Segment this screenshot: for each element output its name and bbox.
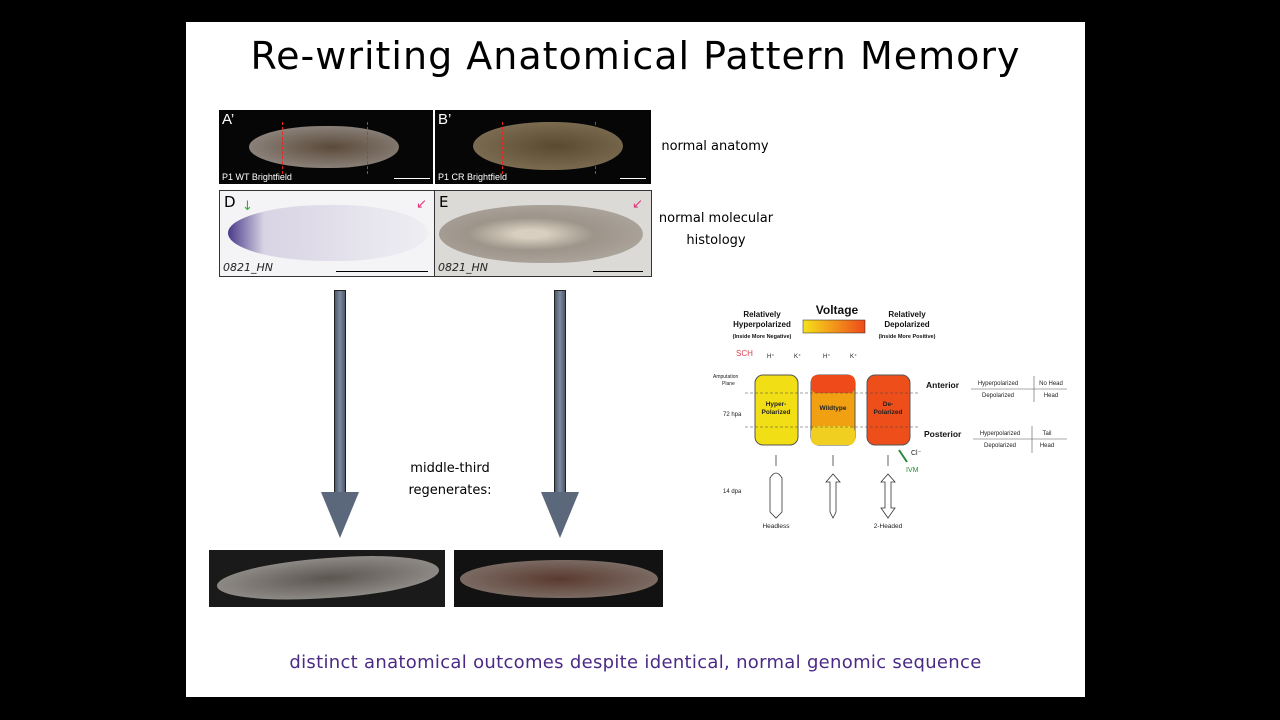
cylinder-label: Polarized xyxy=(762,409,791,416)
amputation-label: Amputation xyxy=(713,374,739,380)
down-arrow-left xyxy=(334,290,346,496)
scale-bar xyxy=(394,178,430,179)
right-heading: Depolarized xyxy=(884,320,929,329)
cylinder-posterior-cap xyxy=(811,426,855,445)
cl-label: Cl⁻ xyxy=(911,450,922,457)
bottom-statement: distinct anatomical outcomes despite ide… xyxy=(289,652,982,673)
ivm-arrow-icon xyxy=(898,449,908,463)
sch-label: SCH xyxy=(736,349,753,358)
label-molecular-line1: normal molecular xyxy=(658,211,774,226)
scale-bar xyxy=(593,271,643,272)
photo-regenerated-wt xyxy=(209,550,445,607)
ivm-label: IVM xyxy=(906,467,919,474)
table-cell: Depolarized xyxy=(984,443,1016,449)
panel-caption: P1 CR Brightfield xyxy=(438,172,508,182)
table-cell: Hyperpolarized xyxy=(980,431,1020,437)
panel-letter: E xyxy=(439,193,449,211)
wildtype-worm-icon xyxy=(825,473,841,519)
cylinder-label: Wildtype xyxy=(819,405,846,412)
photo-stained-e: E ↙ 0821_HN xyxy=(434,190,652,277)
label-regenerates-line1: middle-third xyxy=(410,461,490,476)
table-cell: Tail xyxy=(1042,431,1051,437)
label-regenerates-line2: regenerates: xyxy=(408,483,492,498)
posterior-label: Posterior xyxy=(924,429,962,439)
presentation-slide: Re-writing Anatomical Pattern Memory A’ … xyxy=(186,22,1085,697)
table-cell: Head xyxy=(1044,393,1058,399)
ion-label: K⁺ xyxy=(794,353,801,360)
amputation-label: Plane xyxy=(722,381,735,387)
cylinder-depolarized xyxy=(866,374,911,446)
photo-stained-d: D ↓ ↙ 0821_HN xyxy=(219,190,435,277)
headless-worm-icon xyxy=(769,472,783,519)
table-cell: Depolarized xyxy=(982,393,1014,399)
two-headed-worm-icon xyxy=(880,473,896,519)
cylinder-label: Hyper- xyxy=(766,401,787,408)
arrow-head xyxy=(321,492,359,538)
anterior-label: Anterior xyxy=(926,380,960,390)
pink-arrow-icon: ↙ xyxy=(632,197,643,212)
photo-wt-brightfield: A’ P1 WT Brightfield xyxy=(219,110,433,184)
cylinder-hyperpolarized xyxy=(754,374,799,446)
right-subheading: (Inside More Positive) xyxy=(879,334,936,340)
left-subheading: (Inside More Negative) xyxy=(733,334,792,340)
label-molecular-line2: histology xyxy=(686,233,746,248)
ion-label: H⁺ xyxy=(823,353,831,360)
panel-letter: B’ xyxy=(438,111,452,128)
photo-regenerated-cr xyxy=(454,550,663,607)
slide-title: Re-writing Anatomical Pattern Memory xyxy=(250,34,1021,78)
outcome-label: 2-Headed xyxy=(874,523,903,530)
cylinder-label: Polarized xyxy=(874,409,903,416)
voltage-label: Voltage xyxy=(816,303,859,317)
cylinder-label: De- xyxy=(883,401,893,408)
label-normal-anatomy: normal anatomy xyxy=(661,139,769,154)
green-arrow-icon: ↓ xyxy=(242,199,253,214)
photo-cr-brightfield: B’ P1 CR Brightfield xyxy=(435,110,651,184)
ion-label: H⁺ xyxy=(767,353,775,360)
outcome-label: Headless xyxy=(762,523,790,530)
ion-label: K⁺ xyxy=(850,353,857,360)
scale-bar xyxy=(336,271,428,272)
panel-letter: D xyxy=(224,193,236,211)
panel-caption: P1 WT Brightfield xyxy=(222,172,292,182)
scale-bar xyxy=(620,178,646,179)
bioelectric-voltage-diagram: Voltage Relatively Hyperpolarized (Insid… xyxy=(713,303,1067,530)
table-cell: No Head xyxy=(1039,381,1063,387)
down-arrow-right xyxy=(554,290,566,496)
dpa-label: 14 dpa xyxy=(723,489,742,495)
voltage-gradient-bar xyxy=(802,319,866,334)
panel-caption: 0821_HN xyxy=(223,261,273,274)
hpa-label: 72 hpa xyxy=(723,412,742,418)
cylinder-anterior-cap xyxy=(811,375,855,393)
table-cell: Hyperpolarized xyxy=(978,381,1018,387)
pink-arrow-icon: ↙ xyxy=(416,197,427,212)
panel-caption: 0821_HN xyxy=(438,261,488,274)
right-heading: Relatively xyxy=(888,310,926,319)
table-cell: Head xyxy=(1040,443,1054,449)
panel-letter: A’ xyxy=(222,111,235,128)
left-heading: Hyperpolarized xyxy=(733,320,791,329)
arrow-head xyxy=(541,492,579,538)
left-heading: Relatively xyxy=(743,310,781,319)
